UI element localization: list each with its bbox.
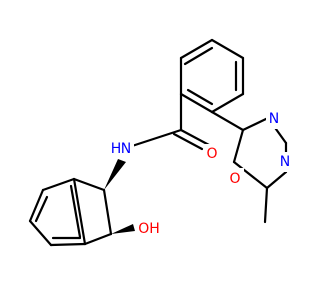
oxadiazole-oxygen-label: O [229,171,240,187]
bond [265,170,288,190]
bond [179,38,214,60]
bond [232,128,245,164]
bond [179,128,211,147]
bond [130,128,183,148]
bond [210,92,245,114]
carbonyl-oxygen-label: O [206,146,217,162]
bond [210,38,245,60]
bond [241,116,270,132]
bond [28,188,45,223]
amide-hydrogen-label: H [111,141,122,157]
wedge-bond [111,224,135,234]
bond [34,195,49,223]
bond [179,92,214,114]
molecule-structure: N H O OH N N O [28,38,295,247]
bond [172,132,204,151]
bond-layer [28,38,288,247]
wedge-bond [104,159,126,190]
oxadiazole-nitrogen-1-label: N [269,111,279,127]
bond [72,177,106,192]
bond [102,188,113,236]
bond [28,219,53,247]
bond [210,110,245,132]
bond [232,160,269,190]
oxadiazole-nitrogen-2-label: N [280,154,290,170]
amide-nitrogen-label: N [121,141,131,157]
bond [186,88,214,106]
bond [72,177,87,246]
bond [49,242,87,247]
bond [183,46,214,66]
hydroxyl-oxygen-label: OH [138,221,160,237]
bond [41,177,76,192]
bond [263,186,269,224]
bond [83,232,113,246]
bond [69,184,82,239]
atom-layer: N H O OH N N O [111,109,295,244]
